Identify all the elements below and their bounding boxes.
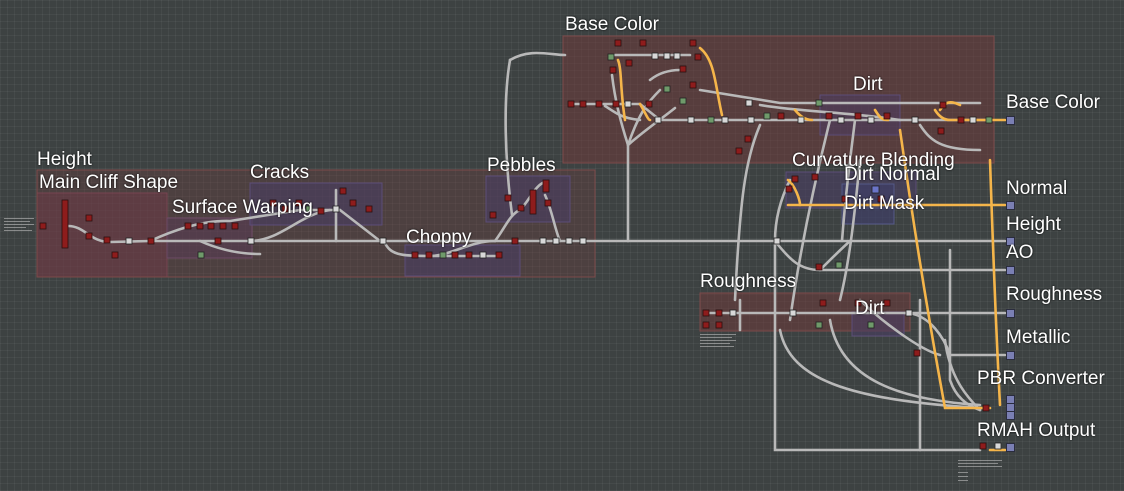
comment-blocks xyxy=(4,218,1002,481)
node-cluster-base-color-white[interactable] xyxy=(624,52,977,124)
output-port-pbr-converter-3[interactable] xyxy=(1006,411,1015,420)
frame-title-choppy[interactable]: Choppy xyxy=(406,227,472,248)
node-cluster-main-cliff[interactable] xyxy=(39,199,155,259)
frame-base-color[interactable] xyxy=(562,35,995,164)
node-cluster-choppy[interactable] xyxy=(411,237,519,259)
frame-title-dirt-mask[interactable]: Dirt Mask xyxy=(844,193,925,214)
output-port-base-color[interactable] xyxy=(1006,116,1015,125)
frame-title-roughness[interactable]: Roughness xyxy=(700,271,797,292)
output-port-normal[interactable] xyxy=(1006,201,1015,210)
node-dirt-normal[interactable] xyxy=(871,185,880,194)
node-cluster-pebbles[interactable] xyxy=(489,179,552,219)
frame-choppy[interactable] xyxy=(404,244,521,277)
frame-title-height[interactable]: Height xyxy=(37,149,92,170)
frame-title-curvature-blending[interactable]: Curvature Blending xyxy=(792,150,955,171)
node-cracks-blend[interactable] xyxy=(379,237,387,245)
node-cracks-out[interactable] xyxy=(332,205,340,213)
output-label-ao[interactable]: AO xyxy=(1006,242,1034,263)
output-label-metallic[interactable]: Metallic xyxy=(1006,327,1071,348)
output-label-rmah-output[interactable]: RMAH Output xyxy=(977,420,1096,441)
node-cluster-roughness-green[interactable] xyxy=(815,261,875,329)
node-main-cliff-output[interactable] xyxy=(125,237,133,245)
node-cluster-roughness-white[interactable] xyxy=(729,237,1002,450)
output-port-height[interactable] xyxy=(1006,237,1015,246)
node-choppy-green[interactable] xyxy=(439,251,447,259)
frame-title-main-cliff-shape[interactable]: Main Cliff Shape xyxy=(39,172,179,193)
node-cluster-base-color[interactable] xyxy=(567,39,965,155)
node-surface-warping-green[interactable] xyxy=(197,251,205,259)
node-cracks-green[interactable] xyxy=(305,205,313,213)
node-cluster-cracks[interactable] xyxy=(269,187,373,215)
node-cluster-base-color-green[interactable] xyxy=(607,53,993,124)
frame-title-cracks[interactable]: Cracks xyxy=(250,162,310,183)
output-label-height[interactable]: Height xyxy=(1006,214,1061,235)
output-label-base-color[interactable]: Base Color xyxy=(1006,92,1100,113)
node-cluster-pebbles-out[interactable] xyxy=(539,237,587,245)
wires-color xyxy=(616,46,1007,452)
frame-title-dirt-roughness[interactable]: Dirt xyxy=(855,298,885,319)
frame-title-dirt-top[interactable]: Dirt xyxy=(853,74,883,95)
output-port-roughness[interactable] xyxy=(1006,309,1015,318)
frames xyxy=(36,35,995,337)
frame-title-pebbles[interactable]: Pebbles xyxy=(487,155,556,176)
nodes xyxy=(39,39,1002,450)
node-cluster-roughness[interactable] xyxy=(702,263,990,450)
output-port-rmah-output[interactable] xyxy=(1006,443,1015,452)
node-cluster-surface-warping[interactable] xyxy=(184,222,239,245)
frame-main-cliff-shape[interactable] xyxy=(36,192,168,278)
output-port-metallic[interactable] xyxy=(1006,351,1015,360)
output-label-normal[interactable]: Normal xyxy=(1006,178,1068,199)
node-surface-warping-out[interactable] xyxy=(247,237,255,245)
frame-title-base-color[interactable]: Base Color xyxy=(565,14,659,35)
frame-title-dirt-normal[interactable]: Dirt Normal xyxy=(844,164,941,185)
output-label-roughness[interactable]: Roughness xyxy=(1006,284,1103,305)
node-cluster-curvature[interactable] xyxy=(785,173,885,203)
node-choppy-out[interactable] xyxy=(479,251,487,259)
frame-title-surface-warping[interactable]: Surface Warping xyxy=(172,197,313,218)
output-label-pbr-converter[interactable]: PBR Converter xyxy=(977,368,1105,389)
output-port-ao[interactable] xyxy=(1006,266,1015,275)
